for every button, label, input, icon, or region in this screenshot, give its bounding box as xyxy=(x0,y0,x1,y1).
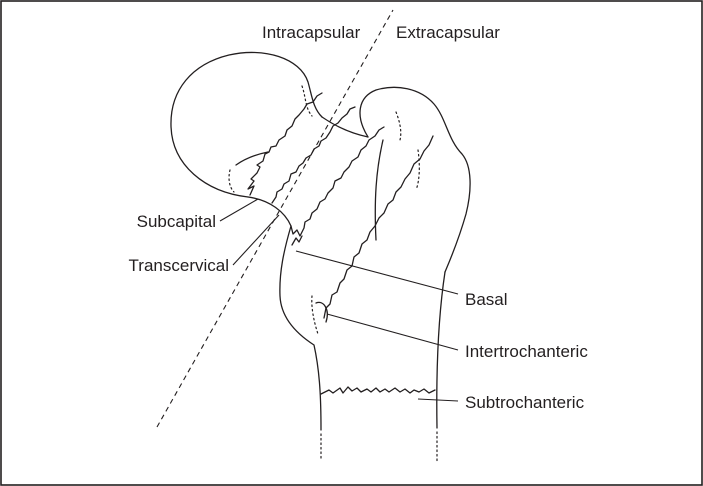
intracapsular-label: Intracapsular xyxy=(262,23,361,42)
extracapsular-label: Extracapsular xyxy=(396,23,500,42)
intertrochanteric-label: Intertrochanteric xyxy=(465,342,588,361)
basal-label: Basal xyxy=(465,290,508,309)
subcapital-label: Subcapital xyxy=(137,212,216,231)
transcervical-label: Transcervical xyxy=(129,256,229,275)
subtrochanteric-label: Subtrochanteric xyxy=(465,393,585,412)
